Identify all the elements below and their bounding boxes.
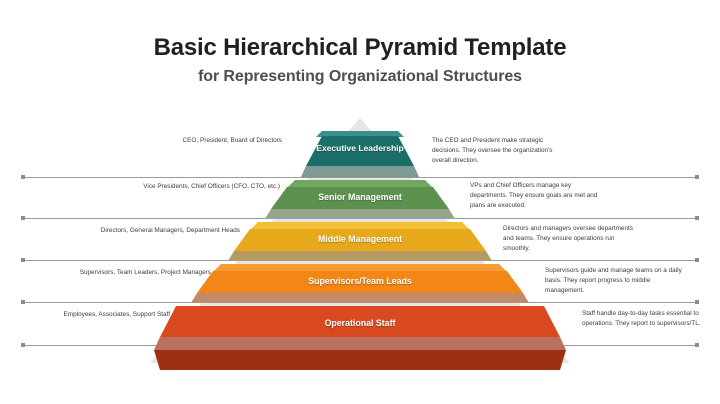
rule-cap-left [21,300,25,304]
tier-label-senior-management: Senior Management [318,192,402,202]
tier-3-base-shade [228,251,492,261]
rule-cap-left [21,258,25,262]
tier-2-top-bevel [287,180,433,188]
tier-5-front-face [160,306,560,337]
tier-5-mid-shade [154,337,566,350]
pyramid-tier-operational-staff[interactable] [154,306,566,370]
tier-2-base-shade [265,209,455,219]
tier-1-front-face [306,136,414,166]
rule-cap-right [695,216,699,220]
tier-label-executive-leadership: Executive Leadership [316,143,404,153]
page-subtitle: for Representing Organizational Structur… [198,68,522,85]
rule-cap-left [21,216,25,220]
tier-4-base-shade [191,293,529,303]
tier-2-front-face [271,187,449,209]
pyramid-tier-executive-leadership[interactable] [301,131,419,177]
tier-roles-supervisors-team-leads: Supervisors, Team Leaders, Project Manag… [79,269,211,276]
tier-3-front-face [234,229,486,251]
tier-description-operational-staff: Staff handle day-to-day tasks essential … [582,310,701,327]
tier-roles-senior-management: Vice Presidents, Chief Officers (CFO, CT… [143,183,280,190]
tier-4-front-face [197,271,523,293]
tier-label-middle-management: Middle Management [317,234,403,244]
rule-cap-left [21,343,25,347]
tier-roles-operational-staff: Employees, Associates, Support Staff [63,311,170,318]
tier-description-executive-leadership: The CEO and President make strategic dec… [432,137,553,164]
rule-cap-left [21,175,25,179]
tier-roles-executive-leadership: CEO, President, Board of Directors [182,137,282,144]
pyramid-tier-senior-management[interactable] [265,180,455,219]
tier-roles-middle-management: Directors, General Managers, Department … [100,227,240,234]
tier-label-supervisors-team-leads: Supervisors/Team Leads [308,276,412,286]
connector-rule-1 [21,175,699,179]
rule-cap-right [695,258,699,262]
pyramid-tier-supervisors-team-leads[interactable] [191,264,529,303]
tier-4-top-bevel [213,264,507,272]
tier-label-operational-staff: Operational Staff [324,318,396,328]
page-title: Basic Hierarchical Pyramid Template [153,34,567,61]
tier-3-top-bevel [250,222,470,230]
tier-1-base-shade [301,166,419,177]
rule-cap-right [695,300,699,304]
pyramid-tier-middle-management[interactable] [228,222,492,261]
tier-1-top-bevel [316,131,404,137]
tier-description-middle-management: Directors and managers oversee departmen… [503,225,634,252]
rule-cap-right [695,175,699,179]
tier-5-base-shade [154,350,566,370]
rule-cap-right [695,343,699,347]
tier-description-senior-management: VPs and Chief Officers manage key depart… [470,182,598,209]
tier-description-supervisors-team-leads: Supervisors guide and manage teams on a … [545,267,682,294]
